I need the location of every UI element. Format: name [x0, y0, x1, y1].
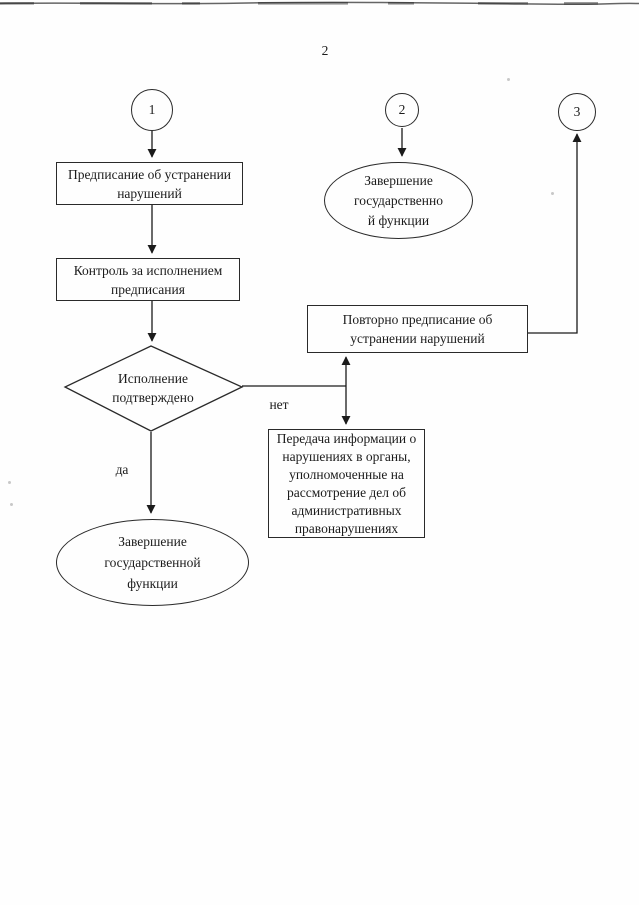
terminator-bottom-line: Завершение — [118, 534, 187, 549]
terminator-bottom-line: государственной — [104, 555, 201, 570]
connector-circle-1-label: 1 — [148, 102, 156, 117]
connector-circle-1: 1 — [131, 89, 173, 131]
page-number: 2 — [321, 43, 329, 58]
process-box-repeat-prescription: Повторно предписание об устранении наруш… — [307, 305, 528, 353]
terminator-ellipse-finish-top: Завершение государственно й функции — [324, 162, 473, 239]
connector-circle-2-label: 2 — [398, 102, 406, 117]
process-box-repeat-line: устранении нарушений — [350, 331, 485, 346]
process-box-prescription-line: Предписание об устранении — [67, 166, 232, 182]
scan-artifact-line — [0, 1, 639, 6]
decision-line: подтверждено — [112, 390, 194, 405]
terminator-top-line: государственно — [354, 192, 443, 208]
process-box-transfer-line: административных — [291, 502, 402, 518]
scan-speck — [551, 192, 554, 195]
process-box-control-line: предписания — [111, 281, 185, 297]
terminator-bottom-line: функции — [127, 576, 178, 591]
connector-circle-3: 3 — [558, 93, 596, 131]
process-box-transfer-line: нарушениях в органы, — [282, 448, 411, 464]
decision-diamond-outline — [63, 345, 244, 432]
scan-speck — [507, 78, 510, 81]
terminator-top-line: Завершение — [364, 172, 433, 188]
process-box-repeat-line: Повторно предписание об — [342, 312, 493, 327]
process-box-control-line: Контроль за исполнением — [73, 262, 223, 278]
connector-circle-3-label: 3 — [573, 104, 581, 119]
arrow-repeat-to-connector3 — [528, 133, 582, 334]
process-box-transfer-line: рассмотрение дел об — [286, 484, 407, 500]
process-box-transfer-line: правонарушениях — [294, 520, 399, 536]
scan-speck — [10, 503, 13, 506]
process-box-transfer-line: уполномоченные на — [289, 466, 404, 482]
process-box-transfer-information: Передача информации о нарушениях в орган… — [268, 429, 425, 538]
process-box-prescription-line: нарушений — [117, 185, 182, 201]
branch-label-yes: да — [115, 462, 129, 477]
terminator-ellipse-finish-bottom: Завершение государственной функции — [56, 519, 249, 606]
connector-circle-2: 2 — [385, 93, 419, 127]
process-box-transfer-line: Передача информации о — [276, 430, 417, 446]
decision-line: Исполнение — [118, 371, 188, 386]
terminator-top-line: й функции — [367, 212, 430, 228]
decision-diamond-text: Исполнение подтверждено — [86, 364, 220, 412]
branch-label-no: нет — [269, 397, 289, 412]
scan-speck — [8, 481, 11, 484]
process-box-control: Контроль за исполнением предписания — [56, 258, 240, 301]
process-box-prescription: Предписание об устранении нарушений — [56, 162, 243, 205]
